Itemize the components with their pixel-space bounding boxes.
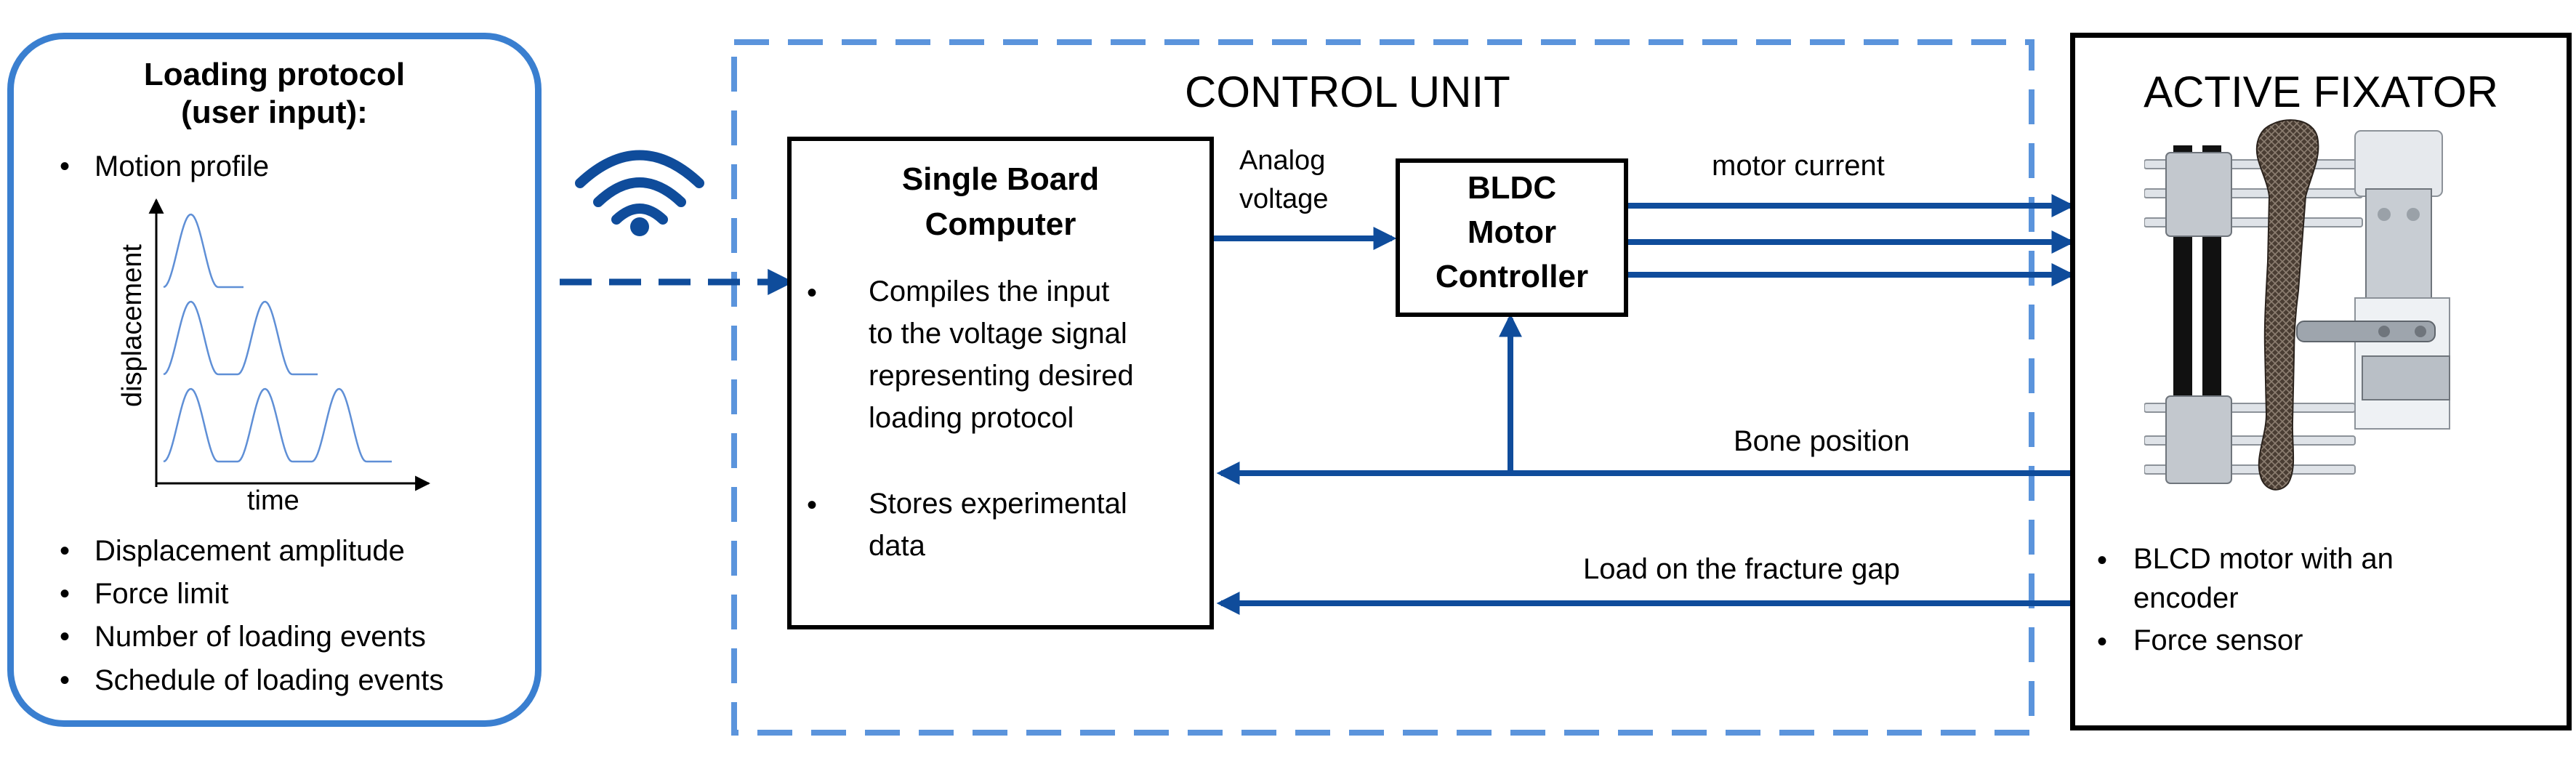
sbc-bullet-1-line4: loading protocol [869, 402, 1074, 434]
sbc-title-line2: Computer [925, 206, 1076, 242]
motor-current-label: motor current [1712, 150, 1885, 182]
active-fixator-box [2070, 33, 2572, 730]
active-fixator-title: ACTIVE FIXATOR [2144, 68, 2498, 116]
motion-profile-wave-3 [163, 387, 392, 463]
fixator-bullet-2-marker: • [2097, 626, 2108, 658]
fixator-bullet-1-line2: encoder [2133, 582, 2239, 614]
bone-position-label: Bone position [1734, 425, 1910, 457]
protocol-parameter-list: Displacement amplitude Force limit Numbe… [57, 534, 443, 698]
motion-profile-wave-2 [163, 300, 318, 376]
sbc-bullet-1-line3: representing desired [869, 360, 1134, 392]
loading-protocol-panel [7, 33, 542, 727]
loading-protocol-title: Loading protocol [143, 57, 406, 92]
bldc-label-line3: Controller [1435, 259, 1589, 294]
fixator-bullet-1-marker: • [2097, 544, 2108, 576]
fixator-bullet-1-line1: BLCD motor with an [2133, 543, 2394, 575]
list-item: Number of loading events [57, 620, 443, 654]
analog-voltage-label-line2: voltage [1239, 184, 1329, 214]
list-item: Motion profile [57, 150, 269, 184]
sbc-bullet-2-marker: • [807, 489, 818, 521]
motion-profile-graph [148, 198, 431, 491]
motor-assembly [2296, 130, 2450, 430]
clamps [2165, 152, 2232, 484]
bone-icon [2255, 119, 2319, 491]
load-label: Load on the fracture gap [1583, 553, 1900, 585]
graph-xlabel: time [247, 486, 299, 516]
fixator-illustration [2144, 119, 2450, 491]
list-item: Schedule of loading events [57, 664, 443, 698]
sbc-bullet-2-line2: data [869, 530, 925, 562]
list-item: Force limit [57, 577, 443, 611]
motion-profile-wave-1 [163, 213, 243, 289]
sbc-bullet-1-line1: Compiles the input [869, 275, 1110, 307]
wifi-icon [575, 150, 704, 236]
list-item: Displacement amplitude [57, 534, 443, 568]
bldc-label-line1: BLDC [1467, 170, 1557, 206]
motion-profile-list: Motion profile [57, 150, 269, 184]
single-board-computer-box [787, 137, 1214, 629]
analog-voltage-label-line1: Analog [1239, 145, 1326, 176]
loading-protocol-subtitle: (user input): [181, 94, 368, 130]
bldc-motor-controller-box [1396, 158, 1628, 317]
sbc-bullet-1-line2: to the voltage signal [869, 318, 1127, 350]
control-unit-boundary [731, 39, 2034, 736]
control-unit-label: CONTROL UNIT [1185, 68, 1510, 116]
sbc-bullet-1-marker: • [807, 277, 818, 309]
sbc-title-line1: Single Board [901, 161, 1100, 197]
sbc-bullet-2-line1: Stores experimental [869, 488, 1127, 520]
fixator-bullet-2-line1: Force sensor [2133, 624, 2303, 656]
bldc-label-line2: Motor [1467, 214, 1557, 250]
